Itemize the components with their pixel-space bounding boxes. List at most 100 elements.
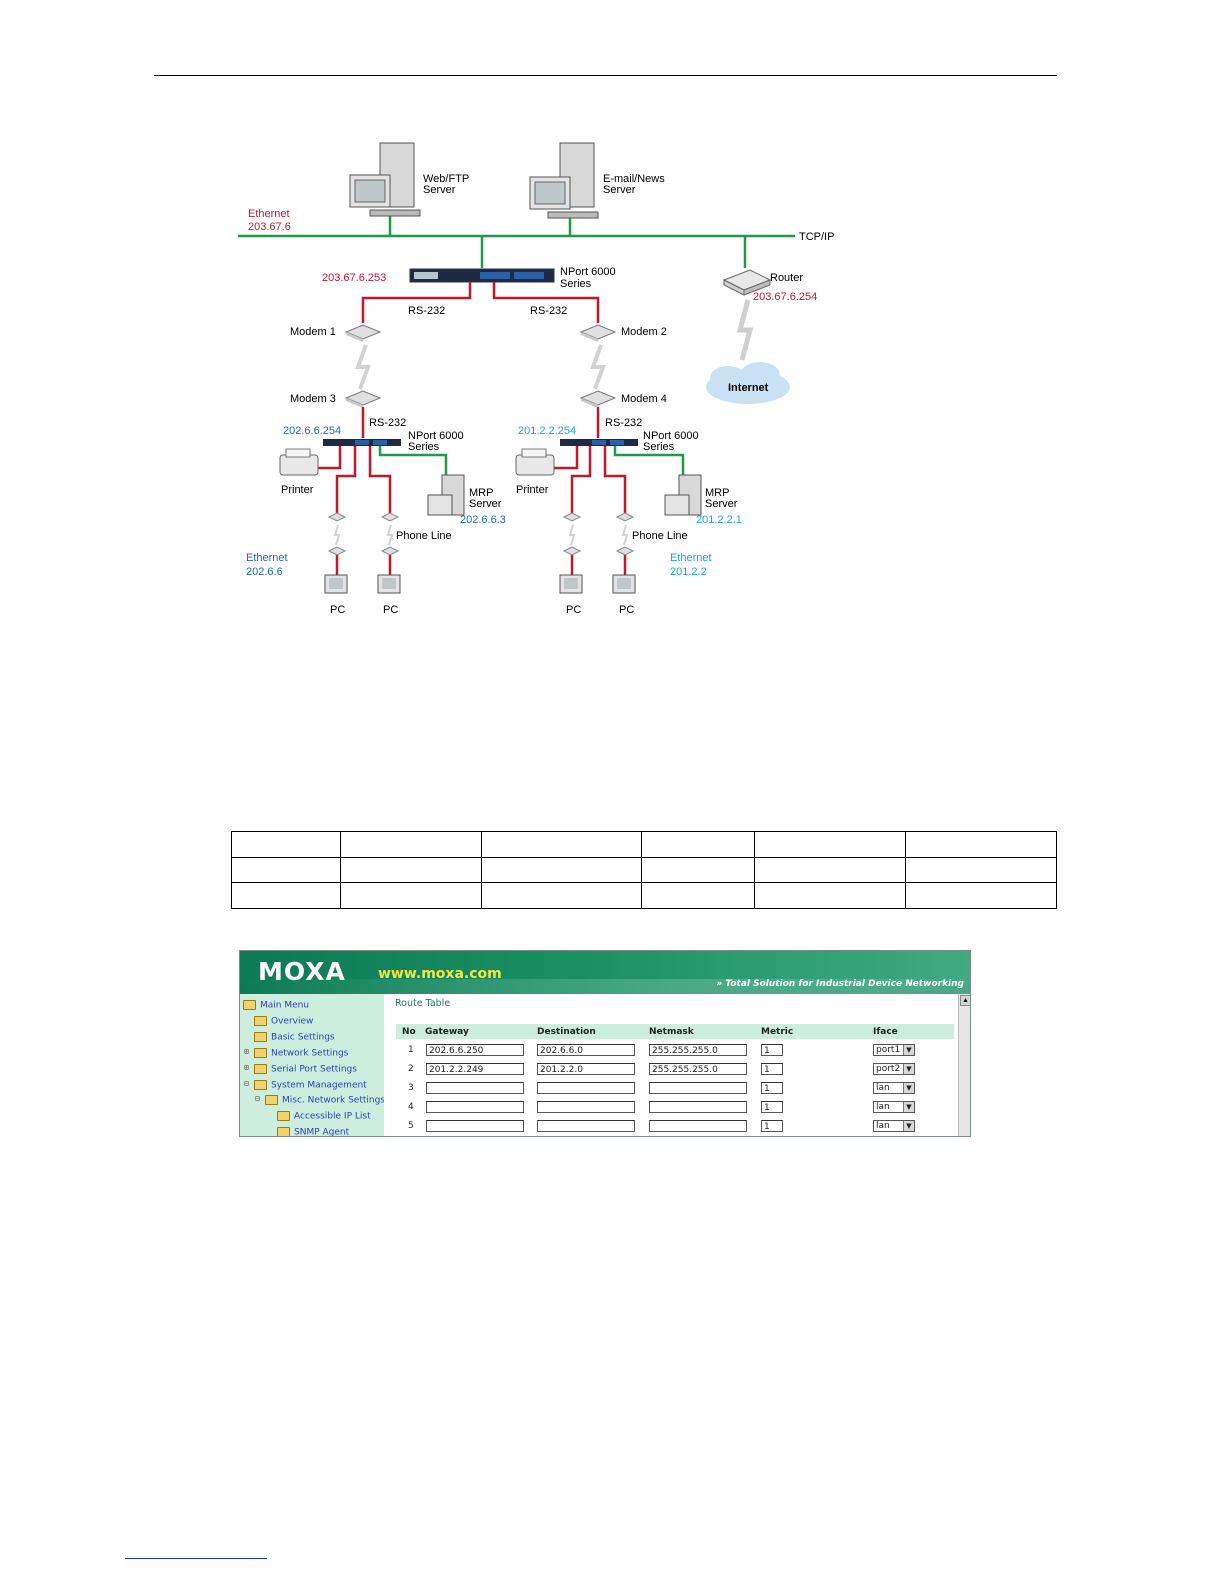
ethernet-top-ip: 203.67.6 (248, 221, 291, 233)
metric-input[interactable]: 1 (761, 1063, 783, 1075)
mrp-left-label-2: Server (469, 498, 502, 510)
folder-icon (254, 1064, 267, 1074)
modem-small-icons (327, 512, 635, 556)
destination-input[interactable]: 202.6.6.0 (537, 1044, 635, 1056)
collapse-icon[interactable]: ⊟ (255, 1094, 260, 1103)
right-nport-label-1: NPort 6000 (643, 430, 699, 442)
gateway-input[interactable] (426, 1082, 524, 1094)
sidebar-item-misc-network-settings[interactable]: Misc. Network Settings (265, 1095, 385, 1106)
route-table-panel: Route Table No Gateway Destination Netma… (384, 994, 958, 1136)
netmask-input[interactable]: 255.255.255.0 (649, 1044, 747, 1056)
network-diagram: Web/FTP Server E-mail/News Server Ethern… (238, 142, 834, 616)
destination-input[interactable] (537, 1120, 635, 1132)
dropdown-arrow-icon[interactable]: ▼ (903, 1102, 914, 1112)
mrp-left-icon (427, 474, 465, 516)
expand-icon[interactable]: ⊞ (244, 1047, 249, 1056)
pc-label-2: PC (383, 604, 398, 616)
metric-input[interactable]: 1 (761, 1082, 783, 1094)
sidebar-item-snmp-agent[interactable]: SNMP Agent (277, 1127, 349, 1136)
ethernet-right-label: Ethernet (670, 552, 712, 564)
folder-icon (243, 1000, 256, 1010)
row-number: 4 (408, 1102, 414, 1112)
iface-select[interactable]: lan▼ (873, 1082, 915, 1094)
iface-select[interactable]: port2▼ (873, 1063, 915, 1075)
lightning-router (736, 299, 754, 361)
sidebar-item-accessible-ip-list[interactable]: Accessible IP List (277, 1111, 371, 1122)
table-row (231, 882, 1057, 909)
folder-open-icon (254, 1080, 267, 1090)
folder-icon (277, 1127, 290, 1136)
dropdown-arrow-icon[interactable]: ▼ (903, 1083, 914, 1093)
router-icon (722, 269, 772, 296)
folder-icon (254, 1048, 267, 1058)
router-ip: 203.67.6.254 (753, 291, 817, 303)
modem-4-label: Modem 4 (621, 393, 667, 405)
folder-icon (277, 1111, 290, 1121)
modem-3-label: Modem 3 (290, 393, 336, 405)
sidebar-item-overview[interactable]: Overview (254, 1016, 313, 1027)
header-destination: Destination (537, 1027, 596, 1037)
destination-input[interactable] (537, 1101, 635, 1113)
netmask-input[interactable]: 255.255.255.0 (649, 1063, 747, 1075)
page-title: Route Table (395, 998, 451, 1009)
web-server-label-2: Server (423, 184, 456, 196)
expand-icon[interactable]: ⊞ (244, 1063, 249, 1072)
ethernet-top-label: Ethernet (248, 208, 290, 220)
rs232-left-low-label: RS-232 (369, 417, 406, 429)
mrp-left-ip: 202.6.6.3 (460, 514, 506, 526)
sidebar-item-main-menu[interactable]: Main Menu (243, 1000, 309, 1011)
mrp-right-icon (664, 474, 702, 516)
iface-select[interactable]: lan▼ (873, 1101, 915, 1113)
ethernet-right-ip: 201.2.2 (670, 566, 707, 578)
folder-icon (254, 1016, 267, 1026)
internet-cloud-icon (706, 362, 790, 404)
right-nport-label-2: Series (643, 441, 675, 453)
iface-select[interactable]: port1▼ (873, 1044, 915, 1056)
sidebar-item-system-management[interactable]: System Management (254, 1080, 367, 1091)
dropdown-arrow-icon[interactable]: ▼ (903, 1121, 914, 1131)
metric-input[interactable]: 1 (761, 1044, 783, 1056)
row-number: 3 (408, 1083, 414, 1093)
header-no: No (402, 1027, 416, 1037)
pc-icons (324, 574, 636, 594)
pc-label-1: PC (330, 604, 345, 616)
web-server-label-1: Web/FTP (423, 173, 469, 185)
sidebar-item-basic-settings[interactable]: Basic Settings (254, 1032, 335, 1043)
nport-main-ip: 203.67.6.253 (322, 272, 386, 284)
table-row (231, 831, 1057, 858)
printer-left-label: Printer (281, 484, 314, 496)
destination-input[interactable]: 201.2.2.0 (537, 1063, 635, 1075)
gateway-input[interactable]: 201.2.2.249 (426, 1063, 524, 1075)
mail-server-label-1: E-mail/News (603, 173, 665, 185)
printer-right-icon (515, 448, 555, 476)
moxa-banner: MOXA www.moxa.com » Total Solution for I… (240, 951, 970, 994)
left-nport-label-1: NPort 6000 (408, 430, 464, 442)
iface-select[interactable]: lan▼ (873, 1120, 915, 1132)
header-rule (154, 75, 1057, 76)
dropdown-arrow-icon[interactable]: ▼ (903, 1045, 914, 1055)
gateway-input[interactable] (426, 1101, 524, 1113)
sidebar-item-network-settings[interactable]: Network Settings (254, 1048, 348, 1059)
netmask-input[interactable] (649, 1101, 747, 1113)
dropdown-arrow-icon[interactable]: ▼ (903, 1064, 914, 1074)
gateway-input[interactable] (426, 1120, 524, 1132)
collapse-icon[interactable]: ⊟ (244, 1079, 249, 1088)
destination-input[interactable] (537, 1082, 635, 1094)
metric-input[interactable]: 1 (761, 1101, 783, 1113)
row-number: 1 (408, 1045, 414, 1055)
modem-2-label: Modem 2 (621, 326, 667, 338)
sidebar-item-serial-port-settings[interactable]: Serial Port Settings (254, 1064, 357, 1075)
header-iface: Iface (873, 1027, 898, 1037)
mrp-left-label-1: MRP (469, 487, 493, 499)
ethernet-left-ip: 202.6.6 (246, 566, 283, 578)
scroll-up-icon[interactable]: ▲ (960, 995, 970, 1006)
moxa-url[interactable]: www.moxa.com (378, 966, 502, 982)
netmask-input[interactable] (649, 1082, 747, 1094)
moxa-web-console: MOXA www.moxa.com » Total Solution for I… (239, 950, 971, 1137)
nport-left-icon (323, 439, 401, 446)
gateway-input[interactable]: 202.6.6.250 (426, 1044, 524, 1056)
header-gateway: Gateway (425, 1027, 469, 1037)
netmask-input[interactable] (649, 1120, 747, 1132)
vertical-scrollbar[interactable]: ▲ (958, 994, 970, 1136)
metric-input[interactable]: 1 (761, 1120, 783, 1132)
